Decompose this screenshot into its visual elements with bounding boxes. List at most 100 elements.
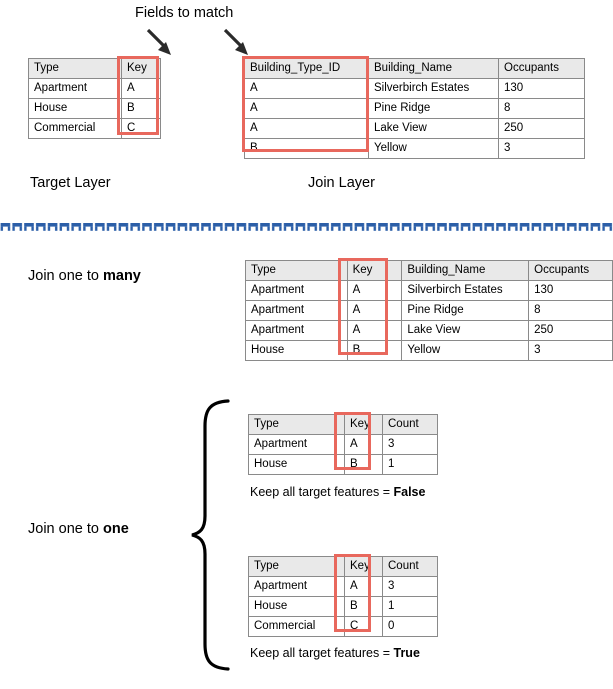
- column-header-occupants: Occupants: [528, 260, 613, 281]
- cell-occupants: 8: [528, 300, 613, 321]
- cell-key: B: [344, 454, 383, 475]
- table-header-row: Type Key Count: [248, 556, 438, 577]
- column-header-key: Key: [344, 556, 383, 577]
- cell-building-type-id: A: [244, 98, 369, 119]
- cell-count: 1: [382, 596, 438, 617]
- cell-occupants: 3: [528, 340, 613, 361]
- column-header-key: Key: [121, 58, 161, 79]
- join-one-to-one-label: Join one to one: [28, 522, 129, 537]
- column-header-key: Key: [344, 414, 383, 435]
- curly-brace-icon: [191, 399, 230, 671]
- one-to-many-result-table-wrap: Type Key Building_Name Occupants Apartme…: [245, 260, 613, 361]
- one-to-one-true-table-wrap: Type Key Count Apartment A 3 House B 1 C…: [248, 556, 438, 637]
- table-row: Apartment A 3: [248, 576, 438, 597]
- cell-key: B: [346, 340, 403, 361]
- cell-building-type-id: A: [244, 78, 369, 99]
- one-to-one-true-table: Type Key Count Apartment A 3 House B 1 C…: [248, 556, 438, 637]
- join-layer-table-wrap: Building_Type_ID Building_Name Occupants…: [244, 58, 585, 159]
- join-one-to-one-prefix: Join one to: [28, 521, 103, 537]
- join-one-to-many-emphasis: many: [102, 268, 141, 284]
- cell-key: A: [346, 280, 403, 301]
- cell-key: A: [121, 78, 161, 99]
- column-header-count: Count: [382, 414, 438, 435]
- column-header-occupants: Occupants: [498, 58, 585, 79]
- cell-building-name: Yellow: [401, 340, 530, 361]
- target-layer-caption: Target Layer: [30, 175, 111, 191]
- cell-count: 3: [382, 434, 438, 455]
- column-header-type: Type: [245, 260, 348, 281]
- table-header-row: Type Key: [28, 58, 161, 79]
- table-row: Commercial C: [28, 118, 161, 139]
- cell-occupants: 250: [528, 320, 613, 341]
- column-header-type: Type: [248, 414, 345, 435]
- target-layer-table-wrap: Type Key Apartment A House B Commercial …: [28, 58, 161, 139]
- table-row: House B: [28, 98, 161, 119]
- table-header-row: Type Key Count: [248, 414, 438, 435]
- cell-type: House: [248, 596, 345, 617]
- keep-false-prefix: Keep all target features =: [250, 485, 394, 499]
- cell-key: A: [344, 434, 383, 455]
- join-layer-table: Building_Type_ID Building_Name Occupants…: [244, 58, 585, 159]
- keep-false-value: False: [393, 485, 426, 499]
- divider-pattern-icon: [0, 222, 613, 234]
- keep-true-prefix: Keep all target features =: [250, 646, 394, 660]
- cell-type: Apartment: [245, 300, 348, 321]
- cell-occupants: 250: [498, 118, 585, 139]
- cell-type: House: [28, 98, 122, 119]
- cell-key: A: [346, 300, 403, 321]
- cell-building-name: Pine Ridge: [401, 300, 530, 321]
- cell-count: 0: [382, 616, 438, 637]
- cell-building-name: Lake View: [368, 118, 499, 139]
- one-to-one-false-table-wrap: Type Key Count Apartment A 3 House B 1: [248, 414, 438, 475]
- cell-building-name: Pine Ridge: [368, 98, 499, 119]
- arrow-to-target-key-icon: [144, 28, 178, 58]
- cell-building-name: Yellow: [368, 138, 499, 159]
- cell-type: House: [248, 454, 345, 475]
- cell-type: Apartment: [248, 434, 345, 455]
- table-row: B Yellow 3: [244, 138, 585, 159]
- column-header-building-name: Building_Name: [401, 260, 530, 281]
- cell-occupants: 130: [528, 280, 613, 301]
- cell-type: Apartment: [248, 576, 345, 597]
- table-row: House B 1: [248, 596, 438, 617]
- keep-all-target-features-true-label: Keep all target features = True: [250, 647, 420, 660]
- cell-count: 3: [382, 576, 438, 597]
- one-to-many-result-table: Type Key Building_Name Occupants Apartme…: [245, 260, 613, 361]
- one-to-one-false-table: Type Key Count Apartment A 3 House B 1: [248, 414, 438, 475]
- table-row: Apartment A Lake View 250: [245, 320, 613, 341]
- fields-to-match-label: Fields to match: [135, 5, 234, 21]
- cell-type: Apartment: [245, 280, 348, 301]
- cell-building-name: Lake View: [401, 320, 530, 341]
- column-header-key: Key: [346, 260, 403, 281]
- target-layer-table: Type Key Apartment A House B Commercial …: [28, 58, 161, 139]
- column-header-type: Type: [28, 58, 122, 79]
- cell-key: B: [344, 596, 383, 617]
- table-row: House B 1: [248, 454, 438, 475]
- join-one-to-one-emphasis: one: [102, 521, 129, 537]
- column-header-building-name: Building_Name: [368, 58, 499, 79]
- cell-building-name: Silverbirch Estates: [401, 280, 530, 301]
- cell-building-type-id: A: [244, 118, 369, 139]
- column-header-building-type-id: Building_Type_ID: [244, 58, 369, 79]
- column-header-type: Type: [248, 556, 345, 577]
- table-row: A Pine Ridge 8: [244, 98, 585, 119]
- join-one-to-many-prefix: Join one to: [28, 268, 103, 284]
- cell-type: Commercial: [248, 616, 345, 637]
- cell-type: Apartment: [245, 320, 348, 341]
- cell-building-type-id: B: [244, 138, 369, 159]
- cell-key: B: [121, 98, 161, 119]
- table-header-row: Type Key Building_Name Occupants: [245, 260, 613, 281]
- cell-key: A: [344, 576, 383, 597]
- table-row: Apartment A Silverbirch Estates 130: [245, 280, 613, 301]
- cell-type: Commercial: [28, 118, 122, 139]
- cell-key: C: [344, 616, 383, 637]
- table-row: House B Yellow 3: [245, 340, 613, 361]
- table-row: Commercial C 0: [248, 616, 438, 637]
- join-one-to-one-brace: [188, 398, 234, 677]
- cell-key: C: [121, 118, 161, 139]
- table-row: Apartment A: [28, 78, 161, 99]
- section-divider: [0, 221, 613, 234]
- table-header-row: Building_Type_ID Building_Name Occupants: [244, 58, 585, 79]
- keep-all-target-features-false-label: Keep all target features = False: [250, 486, 425, 499]
- table-row: Apartment A Pine Ridge 8: [245, 300, 613, 321]
